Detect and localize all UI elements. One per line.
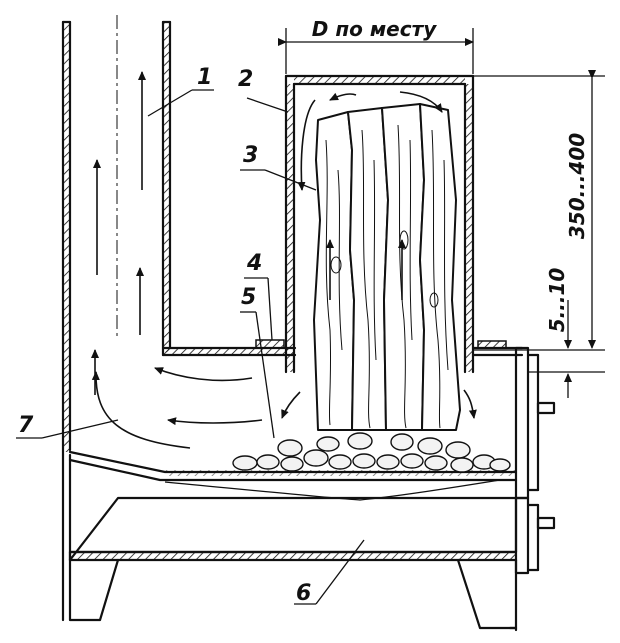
dimension-height: 350...400 5...10 xyxy=(473,70,605,398)
gap-dimension-text: 5...10 xyxy=(545,268,569,333)
label-1: 1 xyxy=(197,65,212,90)
firebox-top-right xyxy=(471,340,524,357)
gas-flow-arrows xyxy=(91,71,477,449)
label-5: 5 xyxy=(241,285,256,310)
firewood-logs xyxy=(313,103,461,431)
duct-top-plate xyxy=(161,339,297,357)
firebox-body xyxy=(61,346,556,632)
label-6: 6 xyxy=(296,581,311,606)
label-3: 3 xyxy=(243,143,258,168)
dimension-width: D по месту xyxy=(278,17,474,74)
height-dimension-text: 350...400 xyxy=(565,133,589,239)
burning-coals xyxy=(232,432,511,473)
chimney-pipe xyxy=(61,15,172,457)
label-4: 4 xyxy=(246,251,262,276)
fuel-chamber xyxy=(284,74,475,374)
callouts: 1 2 3 4 5 6 7 xyxy=(16,65,365,606)
width-dimension-text: D по месту xyxy=(312,17,437,41)
label-7: 7 xyxy=(18,413,34,438)
label-2: 2 xyxy=(238,67,253,92)
